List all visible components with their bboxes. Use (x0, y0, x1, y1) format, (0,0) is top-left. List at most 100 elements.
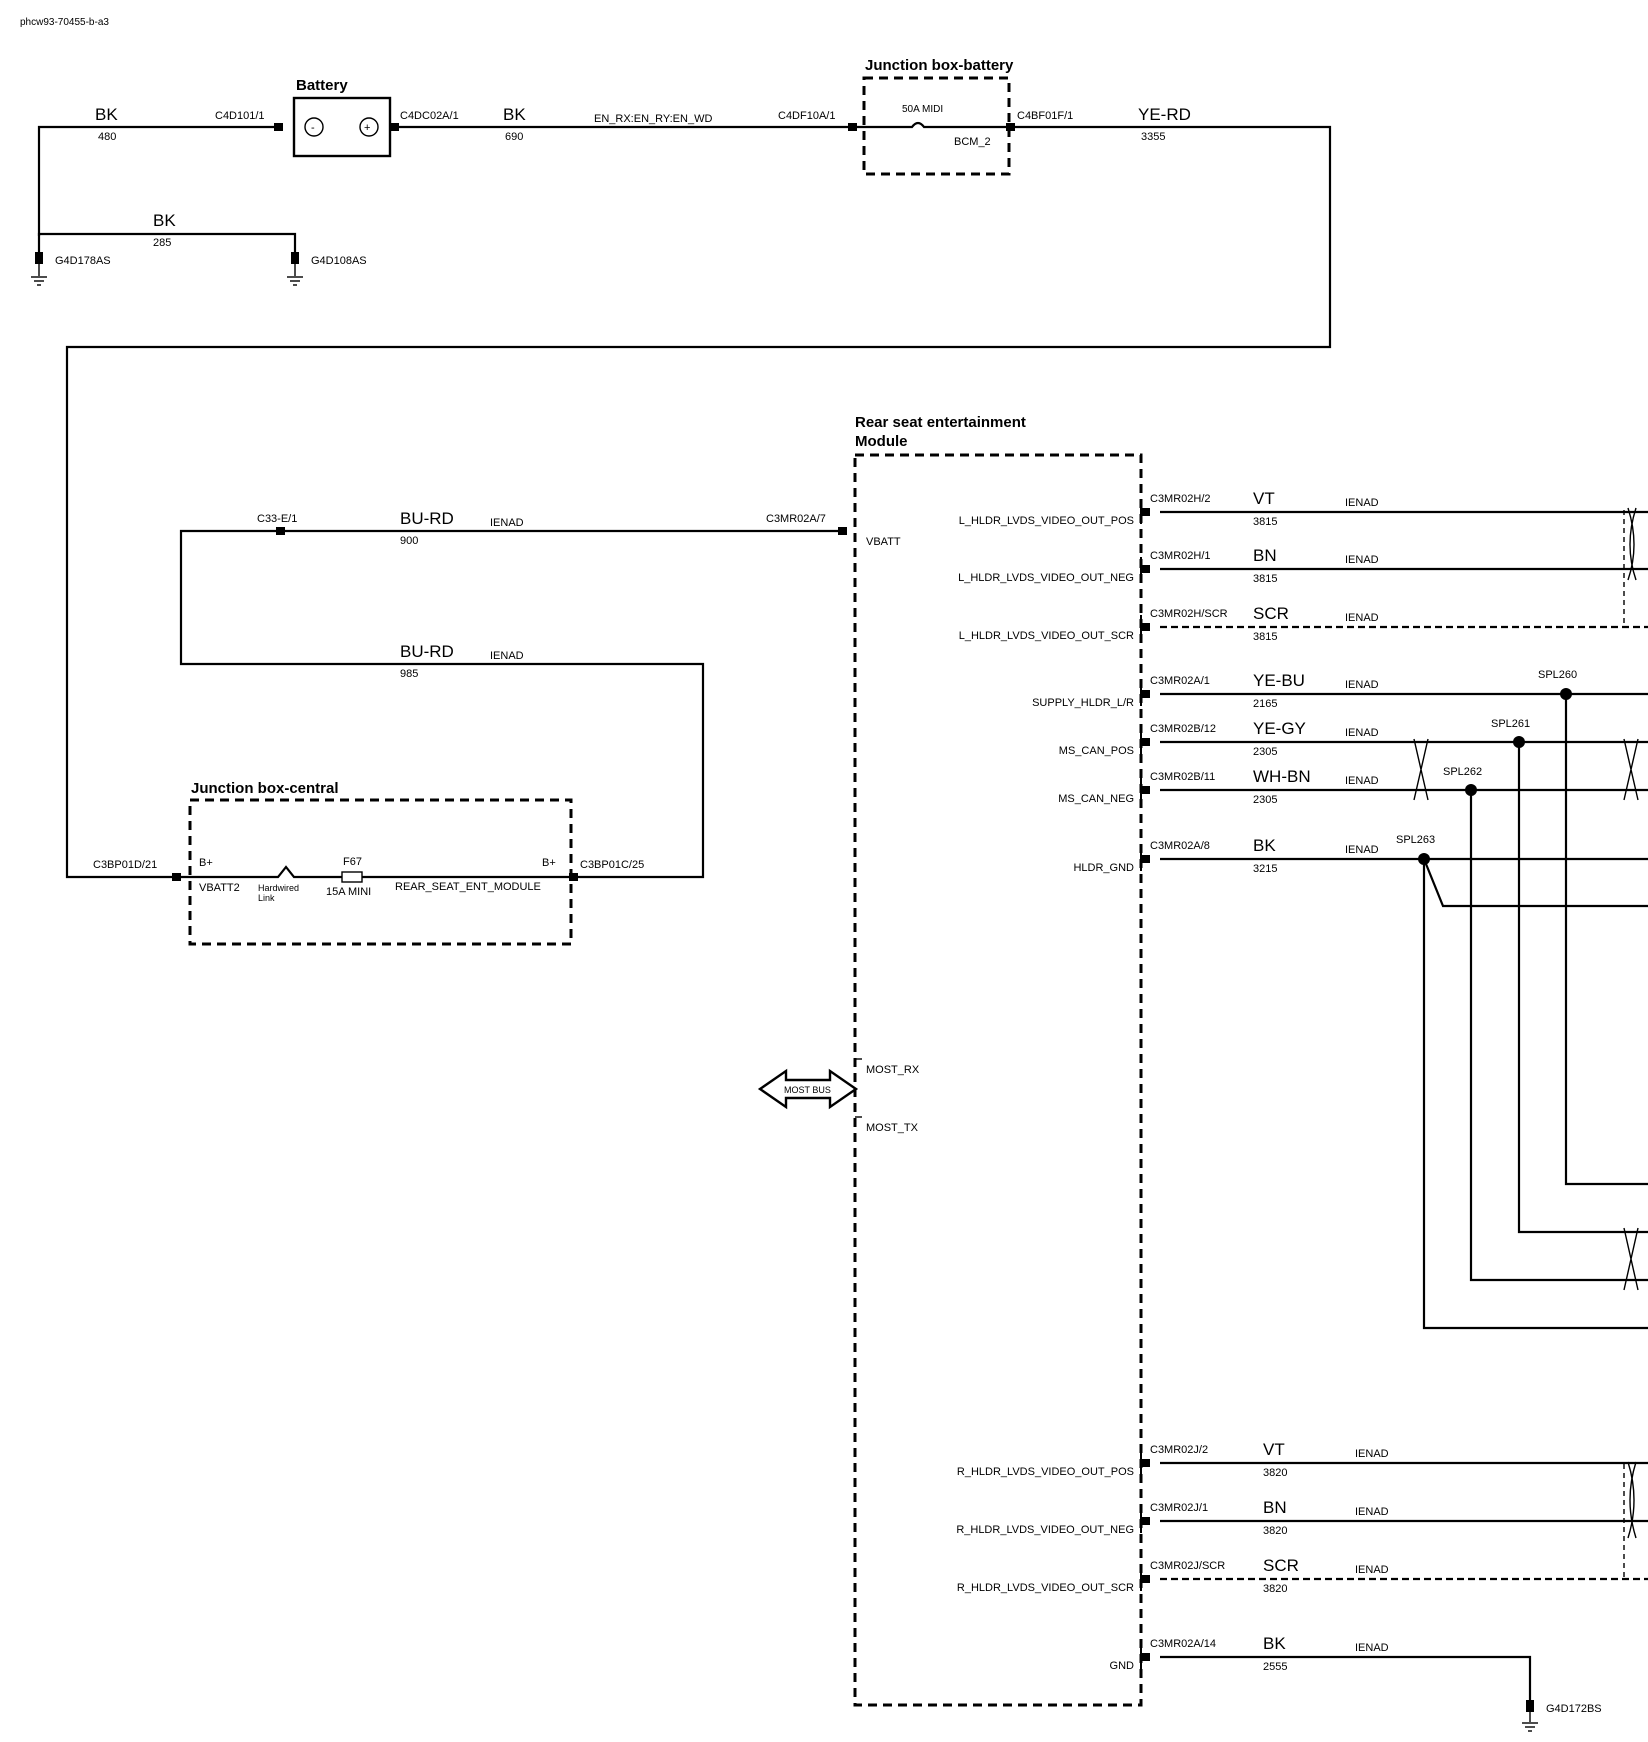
wire-900-option: IENAD (490, 517, 524, 529)
twist-icon (1629, 507, 1637, 581)
wire-900-number: 900 (400, 535, 418, 547)
wire-985-color: BU-RD (400, 642, 454, 661)
wire-spl262-drop (1469, 790, 1648, 1282)
module-signal-label: GND (1110, 1660, 1135, 1672)
ground-pin (1526, 1700, 1534, 1712)
link-label: Link (258, 893, 275, 903)
b-plus-left: B+ (199, 857, 213, 869)
connector-pin (1141, 690, 1150, 698)
module-signal-label: HLDR_GND (1073, 862, 1134, 874)
connector-pin (838, 527, 847, 535)
rse-module-title-1: Rear seat entertainment (855, 414, 1026, 431)
battery-plus-sign: + (364, 122, 370, 134)
splice-spl261: SPL261 (1491, 718, 1530, 730)
wire-985-number: 985 (400, 668, 418, 680)
module-connector-label: C3MR02H/SCR (1150, 608, 1228, 620)
junction-box-battery-label: Junction box-battery (865, 57, 1014, 74)
document-id: phcw93-70455-b-a3 (20, 17, 109, 28)
wire-spl263-drop (1422, 859, 1648, 1330)
module-signal-label: MS_CAN_POS (1059, 745, 1134, 757)
module-wire-number: 3820 (1263, 1583, 1287, 1595)
wire-985 (179, 529, 705, 879)
vbatt2-label: VBATT2 (199, 882, 240, 894)
connector-pin (1141, 508, 1150, 516)
most-rx-label: MOST_RX (866, 1064, 920, 1076)
module-wire-color: VT (1263, 1440, 1285, 1459)
module-wire-option: IENAD (1355, 1642, 1389, 1654)
module-connector-label: C3MR02J/1 (1150, 1502, 1208, 1514)
module-wire-option: IENAD (1345, 679, 1379, 691)
wire-3355 (65, 125, 1332, 879)
bcm-2-label: BCM_2 (954, 136, 991, 148)
connector-pin (274, 123, 283, 131)
twist-icon (1627, 1461, 1635, 1539)
module-connector-label: C3MR02H/2 (1150, 493, 1211, 505)
connector-pin (172, 873, 181, 881)
wire-285 (37, 232, 297, 260)
module-signal-label: SUPPLY_HLDR_L/R (1032, 697, 1134, 709)
module-wire-number: 2555 (1263, 1661, 1287, 1673)
module-wire-number: 2165 (1253, 698, 1277, 710)
module-connector-label: C3MR02J/2 (1150, 1444, 1208, 1456)
module-wire-number: 2305 (1253, 794, 1277, 806)
connector-pin (1006, 123, 1015, 131)
module-connector-label: C3MR02A/14 (1150, 1638, 1216, 1650)
fuse-f67-label: F67 (343, 856, 362, 868)
connector-pin (1141, 738, 1150, 746)
splice-spl260: SPL260 (1538, 669, 1577, 681)
wire-480-number: 480 (98, 131, 116, 143)
rse-module: Rear seat entertainment Module C3MR02A/7… (757, 414, 1143, 1707)
module-wire-number: 3815 (1253, 631, 1277, 643)
module-wire-color: YE-GY (1253, 719, 1306, 738)
splice-spl262: SPL262 (1443, 766, 1482, 778)
connector-pin (569, 873, 578, 881)
module-connector-label: C3MR02A/1 (1150, 675, 1210, 687)
rse-feed-label: REAR_SEAT_ENT_MODULE (395, 881, 541, 893)
b-plus-right: B+ (542, 857, 556, 869)
module-connector-label: C3MR02B/12 (1150, 723, 1216, 735)
fuse-50a-midi (857, 121, 1006, 129)
connector-c4dc02a-1: C4DC02A/1 (400, 110, 459, 122)
module-connector-label: C3MR02H/1 (1150, 550, 1211, 562)
module-wire-color: BN (1263, 1498, 1287, 1517)
fuse-f67 (341, 871, 363, 883)
module-signal-label: R_HLDR_LVDS_VIDEO_OUT_SCR (957, 1582, 1134, 1594)
fuse-f67-rating: 15A MINI (326, 886, 371, 898)
hardwired-label: Hardwired (258, 883, 299, 893)
connector-pin (276, 527, 285, 535)
connector-pin (1141, 565, 1150, 573)
twist-icon (1627, 507, 1635, 581)
module-wire-color: SCR (1253, 604, 1289, 623)
twist-icon (1623, 738, 1639, 801)
connector-pin (390, 123, 399, 131)
module-connector-label: C3MR02A/8 (1150, 840, 1210, 852)
ground-g4d172bs: G4D172BS (1546, 1703, 1602, 1715)
module-wire-option: IENAD (1355, 1506, 1389, 1518)
wire-285-number: 285 (153, 237, 171, 249)
module-wire-number: 3820 (1263, 1467, 1287, 1479)
splice-spl263: SPL263 (1396, 834, 1435, 846)
splice-dot (1560, 688, 1572, 700)
module-wire-number: 3815 (1253, 573, 1277, 585)
module-wire-color: SCR (1263, 1556, 1299, 1575)
wire-690-color: BK (503, 105, 526, 124)
junction-box-central (188, 798, 573, 946)
connector-c3mr02a-7: C3MR02A/7 (766, 513, 826, 525)
module-wire-option: IENAD (1345, 554, 1379, 566)
module-connector-label: C3MR02J/SCR (1150, 1560, 1225, 1572)
ground-g4d178as: G4D178AS (55, 255, 111, 267)
module-wire-option: IENAD (1355, 1564, 1389, 1576)
module-wire-option: IENAD (1345, 612, 1379, 624)
connector-c4d101-1: C4D101/1 (215, 110, 265, 122)
connector-pin (1141, 1459, 1150, 1467)
hardwired-link (181, 865, 342, 879)
module-wire-option: IENAD (1345, 497, 1379, 509)
module-wire-number: 3815 (1253, 516, 1277, 528)
connector-c4bf01f-1: C4BF01F/1 (1017, 110, 1073, 122)
splice-dot (1418, 853, 1430, 865)
twist-icon (1629, 1461, 1637, 1539)
module-wire-option: IENAD (1345, 775, 1379, 787)
module-wire-color: VT (1253, 489, 1275, 508)
wire-985-option: IENAD (490, 650, 524, 662)
